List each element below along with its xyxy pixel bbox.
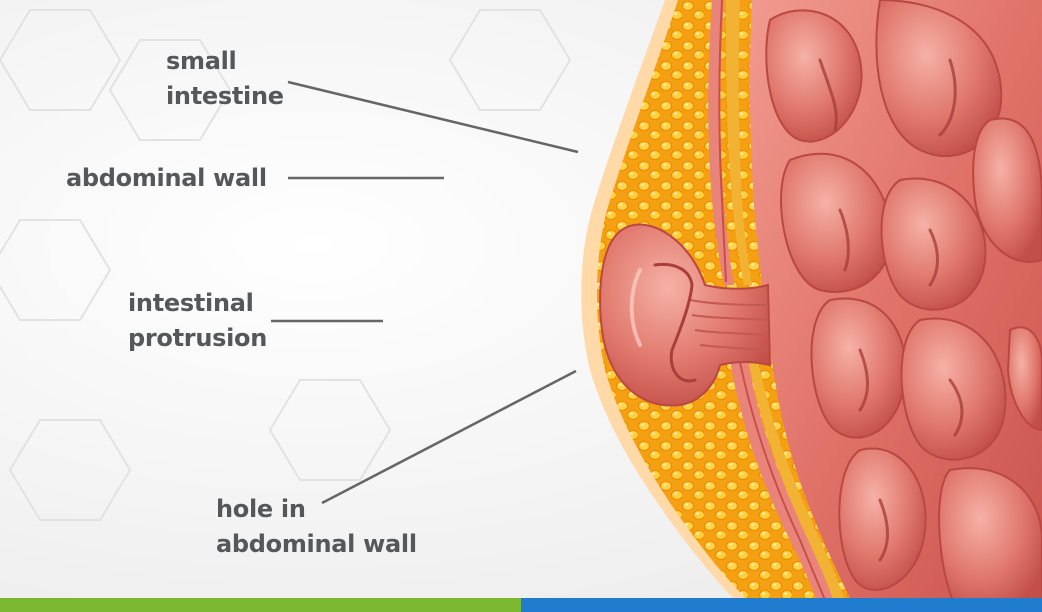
label-abdominal-wall-line1: abdominal wall [66, 164, 267, 192]
label-hole-line2: abdominal wall [216, 530, 417, 558]
bottom-bar-blue [521, 598, 1042, 612]
intestinal-loops [765, 0, 1042, 612]
label-small-intestine-line2: intestine [166, 82, 284, 110]
label-abdominal-wall: abdominal wall [66, 161, 267, 196]
label-hole-line1: hole in [216, 495, 306, 523]
intestinal-protrusion-loop [599, 223, 772, 407]
label-hole-in-abdominal-wall: hole in abdominal wall [216, 492, 417, 562]
leader-line-hole [321, 369, 577, 505]
leader-line-small-intestine [287, 80, 579, 154]
label-intestinal-protrusion: intestinal protrusion [128, 286, 267, 356]
muscle-layer [708, 0, 734, 285]
background-hexagons [0, 9, 572, 521]
bottom-bar-green [0, 598, 521, 612]
label-intestinal-protrusion-line2: protrusion [128, 324, 267, 352]
label-small-intestine-line1: small [166, 47, 237, 75]
label-small-intestine: small intestine [166, 44, 284, 114]
label-intestinal-protrusion-line1: intestinal [128, 289, 254, 317]
